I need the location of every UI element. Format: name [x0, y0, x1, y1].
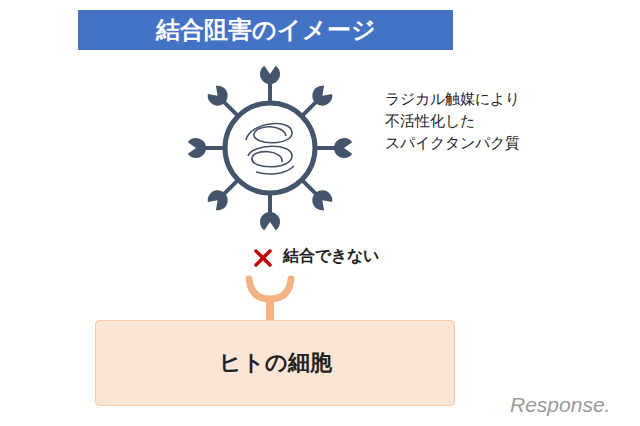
rna-strand	[246, 124, 294, 174]
receptor	[249, 279, 291, 323]
cross-mark	[256, 251, 270, 265]
spike-protein	[260, 193, 280, 230]
cell-label: ヒトの細胞	[219, 348, 332, 378]
spike-protein	[188, 138, 225, 158]
watermark: Response.	[510, 393, 610, 417]
spike-proteins	[188, 66, 352, 230]
binding-note: 結合できない	[283, 246, 379, 267]
spike-protein	[315, 138, 352, 158]
spike-protein	[260, 66, 280, 103]
title-band: 結合阻害のイメージ	[78, 10, 453, 50]
cell-box: ヒトの細胞	[95, 320, 455, 406]
title: 結合阻害のイメージ	[78, 10, 453, 50]
virus-envelope	[225, 103, 315, 193]
callout-note: ラジカル触媒により 不活性化した スパイクタンパク質	[385, 88, 535, 154]
